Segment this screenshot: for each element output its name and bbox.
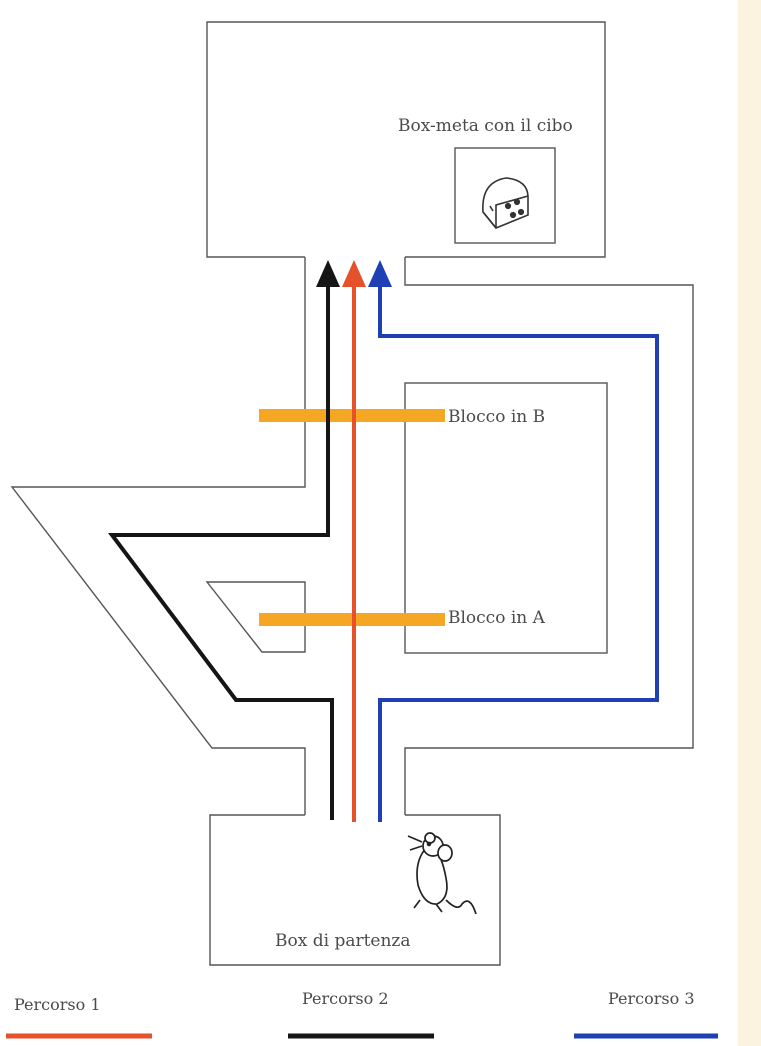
mouse-icon: [407, 832, 477, 915]
path-black: [107, 280, 334, 820]
block-b-label: Blocco in B: [448, 407, 545, 427]
path-blue-arrow: [368, 260, 392, 287]
legend: Percorso 1 Percorso 2 Percorso 3: [6, 989, 718, 1039]
left-outer-wall: [10, 257, 306, 815]
food-compartment: [454, 147, 556, 244]
inner-island-left: [205, 581, 306, 653]
path-black-arrow: [316, 260, 340, 287]
legend-label-2: Percorso 2: [302, 989, 389, 1008]
block-a-label: Blocco in A: [448, 608, 546, 628]
right-outer-wall: [404, 257, 694, 815]
cheese-icon: [482, 177, 529, 229]
path-blue: [378, 280, 659, 822]
goal-box-wall: [206, 21, 606, 258]
side-strip: [738, 0, 761, 1046]
inner-island-right: [404, 382, 608, 654]
goal-box-label: Box-meta con il cibo: [398, 116, 573, 136]
maze-walls: [10, 21, 694, 966]
legend-label-1: Percorso 1: [14, 995, 101, 1014]
legend-label-3: Percorso 3: [608, 989, 695, 1008]
path-red-arrow: [342, 260, 366, 287]
start-box-label: Box di partenza: [275, 931, 411, 951]
start-box-wall: [209, 814, 501, 966]
